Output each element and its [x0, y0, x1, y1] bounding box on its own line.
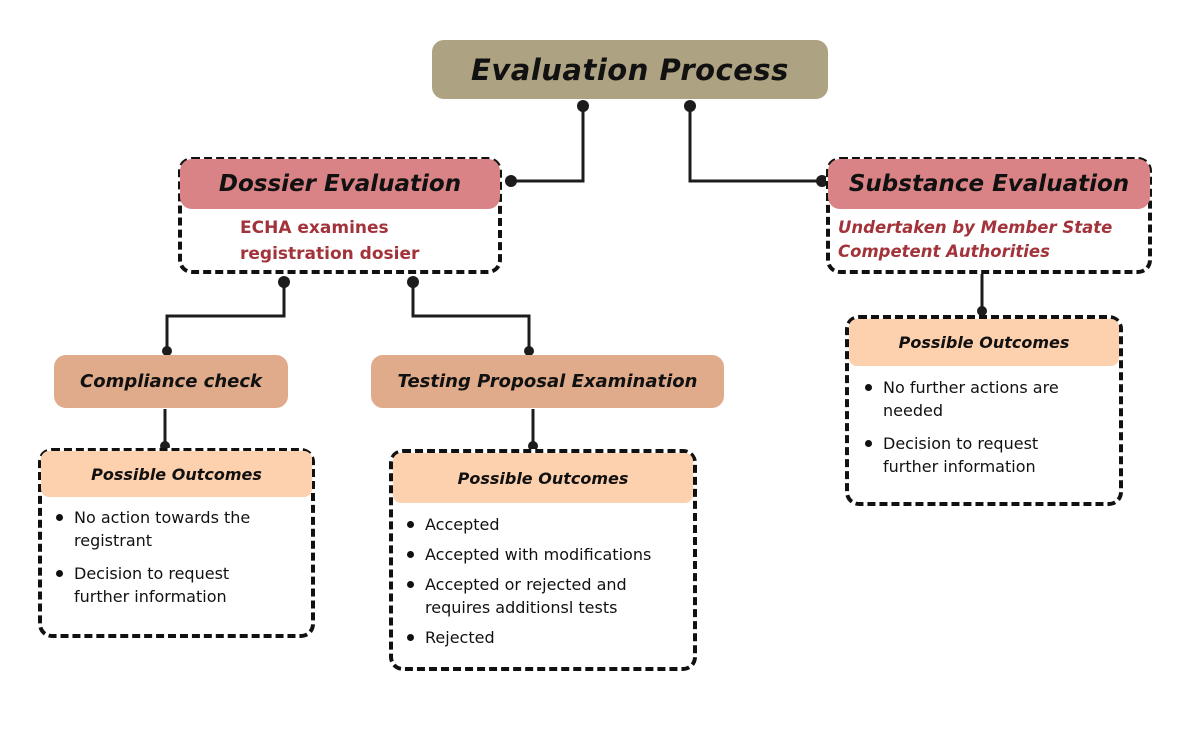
connector-dot [816, 175, 828, 187]
connector-dossier-testing [411, 282, 531, 351]
compliance-outcomes-title: Possible Outcomes [41, 451, 312, 497]
substance-subtitle-line1: Undertaken by Member State [838, 218, 1113, 237]
connector-dot [977, 306, 987, 316]
list-item: No action towards the registrant [55, 506, 251, 552]
list-item: Accepted with modifications [406, 543, 652, 566]
connector-dot [505, 175, 517, 187]
connector-dot [577, 100, 589, 112]
outcome-text: Accepted [425, 515, 500, 534]
connector-title-substance [688, 106, 822, 183]
outcome-text: Rejected [425, 628, 495, 647]
outcome-text: registrant [74, 531, 153, 550]
connector-dossier-compliance [165, 282, 286, 351]
outcome-text: Decision to request [883, 434, 1039, 453]
list-item: No further actions are needed [865, 376, 1059, 422]
compliance-outcomes-list: No action towards the registrant Decisio… [40, 506, 250, 618]
connector-dot [684, 100, 696, 112]
outcome-text: needed [883, 401, 943, 420]
dossier-subtitle-line1: ECHA examines [240, 218, 389, 238]
substance-evaluation-subtitle: Undertaken by Member State Competent Aut… [838, 216, 1112, 264]
substance-outcomes-title: Possible Outcomes [849, 319, 1119, 366]
list-item: Accepted or rejected and requires additi… [406, 573, 651, 619]
outcome-text: Decision to request [74, 564, 230, 583]
testing-outcomes-title: Possible Outcomes [393, 453, 693, 503]
testing-outcomes-list: Accepted Accepted with modifications Acc… [391, 513, 651, 656]
list-item: Decision to request further information [55, 562, 250, 608]
evaluation-process-title: Evaluation Process [432, 40, 828, 99]
substance-evaluation-title: Substance Evaluation [828, 159, 1150, 209]
connector-dot [278, 276, 290, 288]
connector-dot [162, 346, 172, 356]
testing-proposal-title: Testing Proposal Examination [371, 355, 724, 408]
connector-dot [407, 276, 419, 288]
connector-title-dossier [511, 106, 585, 183]
outcome-text: Accepted with modifications [425, 545, 652, 564]
substance-subtitle-line2: Competent Authorities [838, 242, 1050, 261]
outcome-text: further information [74, 587, 227, 606]
outcome-text: No action towards the [74, 508, 251, 527]
list-item: Decision to request further information [865, 432, 1059, 478]
outcome-text: No further actions are [883, 378, 1059, 397]
connector-dot [524, 346, 534, 356]
dossier-evaluation-title: Dossier Evaluation [180, 159, 500, 209]
list-item: Rejected [406, 626, 651, 649]
connector-dot [528, 441, 538, 451]
substance-outcomes-list: No further actions are needed Decision t… [849, 376, 1059, 488]
outcome-text: requires additionsl tests [425, 598, 618, 617]
compliance-check-title: Compliance check [54, 355, 288, 408]
dossier-evaluation-subtitle: ECHA examines registration dosier [240, 215, 419, 267]
dossier-subtitle-line2: registration dosier [240, 244, 420, 264]
outcome-text: further information [883, 457, 1036, 476]
list-item: Accepted [406, 513, 651, 536]
outcome-text: Accepted or rejected and [425, 575, 627, 594]
